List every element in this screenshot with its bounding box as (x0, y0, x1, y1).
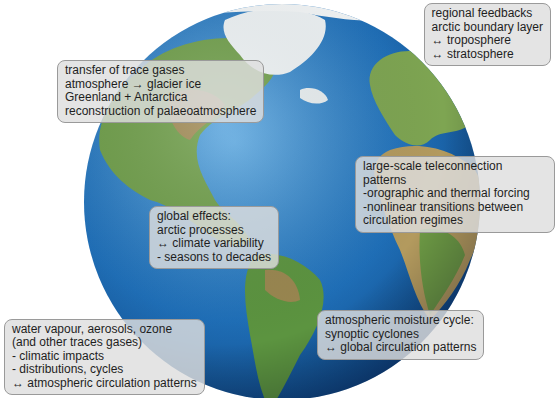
topic-text: -orographic and thermal forcing (363, 187, 547, 201)
topic-text: -nonlinear transitions between circulati… (363, 201, 547, 228)
topic-text: water vapour, aerosols, ozone (12, 323, 197, 337)
topic-text: Greenland + Antarctica (65, 91, 256, 105)
topic-text: ↔ troposphere (432, 34, 543, 48)
topic-text: reconstruction of palaeoatmosphere (65, 105, 256, 119)
topic-text: ↔ global circulation patterns (325, 341, 476, 355)
topic-text: - climatic impacts (12, 350, 197, 364)
topic-box: transfer of trace gasesatmosphere → glac… (57, 60, 264, 123)
topic-box: water vapour, aerosols, ozone(and other … (4, 319, 205, 396)
topic-box: regional feedbacksarctic boundary layer↔… (424, 3, 551, 66)
topic-text: synoptic cyclones (325, 328, 476, 342)
topic-text: ↔ stratosphere (432, 48, 543, 62)
topic-text: arctic boundary layer (432, 21, 543, 35)
topic-text: transfer of trace gases (65, 64, 256, 78)
topic-text: regional feedbacks (432, 7, 543, 21)
topic-text: global effects: (157, 210, 271, 224)
topic-box: atmospheric moisture cycle:synoptic cycl… (317, 310, 484, 360)
topic-text: - seasons to decades (157, 251, 271, 265)
topic-text: atmosphere → glacier ice (65, 78, 256, 92)
topic-text: ↔ climate variability (157, 237, 271, 251)
topic-box: large-scale teleconnection patterns-orog… (355, 156, 555, 233)
topic-text: (and other traces gases) (12, 336, 197, 350)
topic-text: large-scale teleconnection patterns (363, 160, 547, 187)
topic-box: global effects:arctic processes↔ climate… (149, 206, 279, 269)
topic-text: ↔ atmospheric circulation patterns (12, 377, 197, 391)
topic-text: arctic processes (157, 224, 271, 238)
topic-text: atmospheric moisture cycle: (325, 314, 476, 328)
topic-text: - distributions, cycles (12, 363, 197, 377)
